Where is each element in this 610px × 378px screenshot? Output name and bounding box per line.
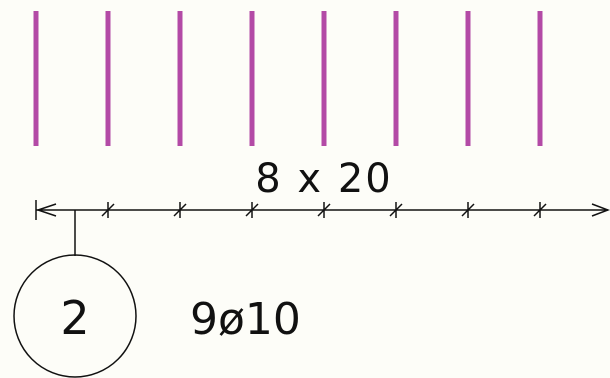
dimension-tick-slash — [317, 203, 331, 217]
dimension-tick-slash — [173, 203, 187, 217]
dimension-tick-slash — [461, 203, 475, 217]
dimension-tick-slash — [389, 203, 403, 217]
dimension-tick-slash — [245, 203, 259, 217]
marker-circle — [13, 254, 137, 378]
dimension-label: 8 x 20 — [255, 156, 392, 202]
dimension-right-arrow — [591, 203, 610, 217]
rebar-bars — [33, 11, 543, 146]
dimension-left-arrow — [35, 203, 57, 217]
dimension-line — [35, 200, 610, 220]
marker-number: 2 — [60, 291, 89, 345]
dimension-tick-slash — [533, 203, 547, 217]
dimension-tick-slash — [101, 203, 115, 217]
rebar-spec-label: 9ø10 — [190, 294, 301, 345]
dimension-ticks — [101, 202, 547, 218]
